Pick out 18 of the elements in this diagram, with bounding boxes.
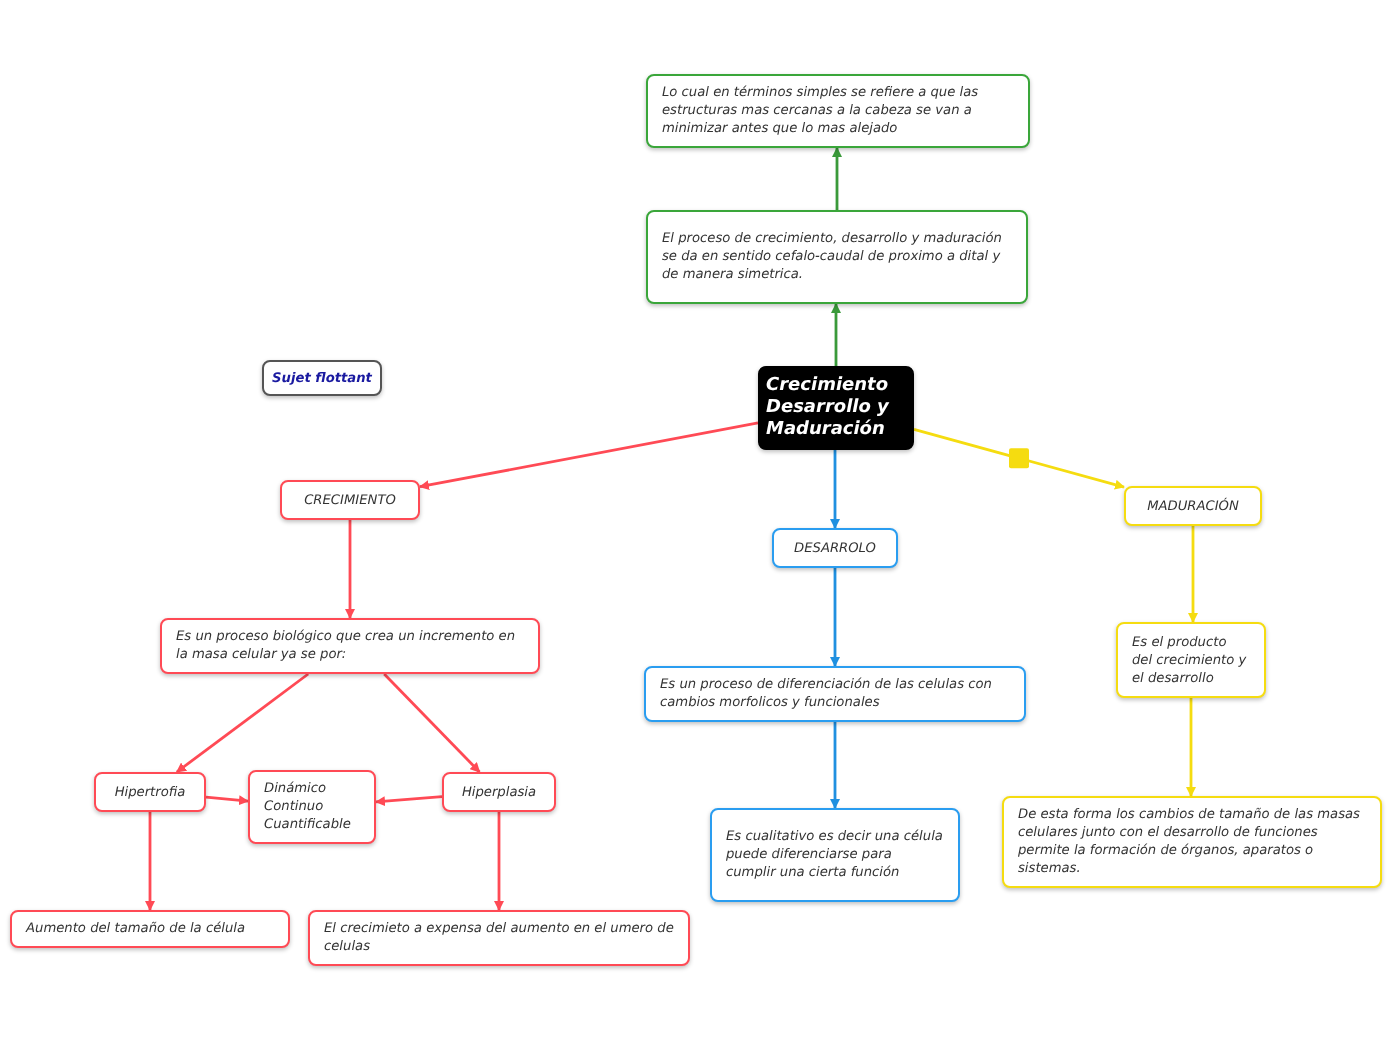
topic-box — [10, 910, 290, 948]
topic-box — [94, 772, 206, 812]
topic-box — [646, 210, 1028, 304]
topic-box — [1116, 622, 1266, 698]
topic-box — [1002, 796, 1382, 888]
topic-box — [160, 618, 540, 674]
topic-box — [442, 772, 556, 812]
topic-box — [1124, 486, 1262, 526]
topic-box — [646, 74, 1030, 148]
floating-topic — [262, 360, 382, 396]
central-topic — [758, 366, 914, 450]
topic-box — [772, 528, 898, 568]
topic-box — [710, 808, 960, 902]
topic-box — [248, 770, 376, 844]
topic-text: Crecimiento Desarrollo y Maduración — [766, 375, 891, 441]
topic-box — [280, 480, 420, 520]
topic-box — [308, 910, 690, 966]
topic-box — [644, 666, 1026, 722]
